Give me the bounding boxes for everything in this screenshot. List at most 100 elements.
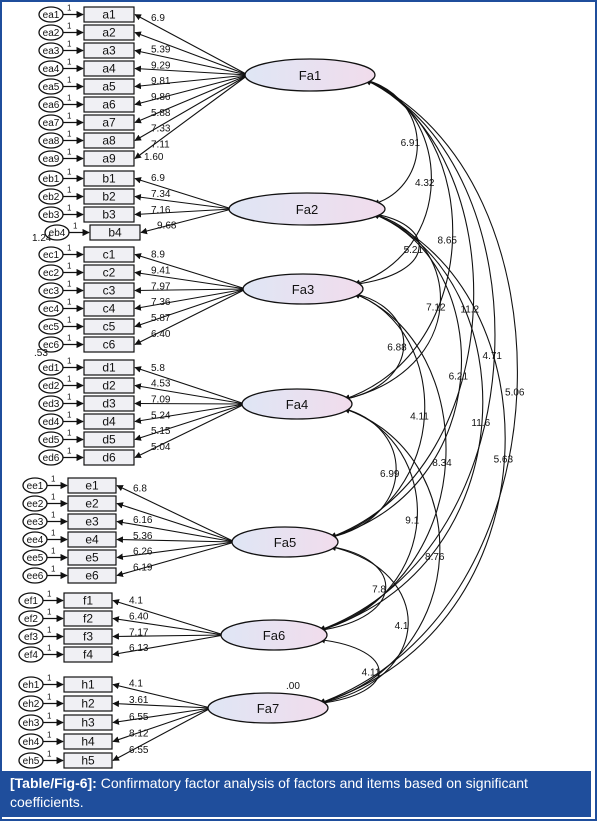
covariance-arc-Fa2-Fa5 [329, 212, 463, 540]
loading-arrow-a5 [134, 74, 249, 90]
loading-value-e1: 6.8 [133, 483, 147, 494]
loading-arrow-c1 [134, 253, 247, 290]
fixed-one-d5: 1 [67, 429, 72, 438]
item-label-f1: f1 [83, 594, 93, 608]
loading-arrow-d3 [134, 400, 246, 407]
fixed-one-h3: 1 [47, 712, 52, 721]
item-box-e3 [67, 513, 117, 530]
error-label-ee2: ee2 [27, 499, 44, 510]
error-label-ec6: ec6 [43, 340, 60, 351]
factor-ellipse-Fa7 [207, 692, 329, 724]
covariance-value-Fa1-Fa4: 8.65 [438, 236, 458, 247]
loading-value-d2: 4.53 [151, 379, 171, 390]
loading-arrow-a2 [134, 31, 249, 76]
error-label-ee5: ee5 [27, 553, 44, 564]
item-label-h4: h4 [81, 735, 95, 749]
loading-value-e4: 5.36 [133, 531, 153, 542]
loading-value-e3: 6.16 [133, 515, 153, 526]
item-label-d6: d6 [102, 451, 116, 465]
item-box-d5 [83, 431, 135, 448]
item-box-a4 [83, 60, 135, 77]
factor-label-Fa2: Fa2 [296, 202, 318, 217]
error-label-ea7: ea7 [43, 118, 60, 129]
loading-arrow-h2 [112, 700, 212, 709]
loading-arrow-a6 [134, 74, 249, 107]
fixed-one-h4: 1 [47, 731, 52, 740]
item-label-c2: c2 [103, 266, 116, 280]
item-box-c5 [83, 318, 135, 335]
item-label-a8: a8 [102, 134, 116, 148]
factor-label-Fa6: Fa6 [263, 628, 285, 643]
fixed-one-f3: 1 [47, 626, 52, 635]
item-label-f4: f4 [83, 648, 93, 662]
error-label-ed3: ed3 [43, 399, 60, 410]
error-label-ef2: ef2 [24, 614, 38, 625]
loading-arrow-f1 [112, 599, 225, 636]
item-box-c3 [83, 282, 135, 299]
item-box-b1 [83, 170, 135, 187]
loading-arrow-d6 [134, 403, 246, 458]
figure-caption: [Table/Fig-6]: Confirmatory factor analy… [2, 771, 591, 817]
item-box-a6 [83, 96, 135, 113]
fixed-one-h1: 1 [47, 674, 52, 683]
fixed-one-d6: 1 [67, 447, 72, 456]
fixed-one-f1: 1 [47, 590, 52, 599]
item-box-e5 [67, 549, 117, 566]
item-label-b4: b4 [108, 226, 122, 240]
factor-ellipse-Fa5 [231, 526, 339, 558]
error-label-ec2: ec2 [43, 268, 60, 279]
item-label-e1: e1 [85, 479, 99, 493]
error-label-ea1: ea1 [43, 10, 60, 21]
fixed-one-b2: 1 [67, 186, 72, 195]
loading-value-b1: 6.9 [151, 173, 165, 184]
loading-arrow-d4 [134, 403, 246, 424]
loading-value-a8: 7.33 [151, 124, 171, 135]
fixed-one-a3: 1 [67, 40, 72, 49]
loading-value-a7: 5.88 [151, 108, 171, 119]
loading-arrow-c3 [134, 287, 247, 294]
item-box-h1 [63, 676, 113, 693]
fixed-one-a1: 1 [67, 4, 72, 13]
error-label-eb1: eb1 [43, 174, 60, 185]
error-label-ea8: ea8 [43, 136, 60, 147]
item-box-d3 [83, 395, 135, 412]
loading-arrow-d1 [134, 366, 246, 405]
error-label-ea4: ea4 [43, 64, 60, 75]
item-label-h5: h5 [81, 754, 95, 768]
extra-label-1: 1.24 [32, 233, 52, 244]
loading-arrow-a9 [134, 74, 249, 159]
item-box-a9 [83, 150, 135, 167]
covariance-value-Fa5-Fa7: 4.1 [395, 621, 409, 632]
fixed-one-a9: 1 [67, 148, 72, 157]
error-label-ed2: ed2 [43, 381, 60, 392]
loading-value-b3: 7.16 [151, 205, 171, 216]
loading-arrow-e1 [116, 485, 236, 543]
covariance-arc-Fa2-Fa6 [318, 212, 484, 632]
error-label-eh1: eh1 [23, 680, 40, 691]
covariance-arc-Fa4-Fa6 [318, 407, 418, 633]
fixed-one-b4: 1 [73, 222, 78, 231]
loading-value-e6: 6.19 [133, 562, 153, 573]
covariance-arc-Fa3-Fa6 [318, 292, 447, 632]
covariance-arc-Fa5-Fa6 [318, 544, 387, 633]
loading-value-f2: 6.40 [129, 611, 149, 622]
loading-arrow-a7 [134, 74, 249, 124]
item-box-c4 [83, 300, 135, 317]
factor-label-Fa3: Fa3 [292, 282, 314, 297]
error-label-eh2: eh2 [23, 699, 40, 710]
loading-arrow-f4 [112, 634, 225, 657]
error-label-ef3: ef3 [24, 632, 38, 643]
loading-value-b2: 7.34 [151, 189, 171, 200]
covariance-arc-Fa5-Fa7 [318, 544, 409, 706]
extra-label-3: .00 [286, 681, 300, 692]
item-box-e1 [67, 477, 117, 494]
item-box-a3 [83, 42, 135, 59]
item-label-d4: d4 [102, 415, 116, 429]
covariance-value-Fa2-Fa6: 11.6 [471, 418, 490, 429]
fixed-one-e3: 1 [51, 511, 56, 520]
covariance-arc-Fa1-Fa6 [318, 79, 496, 632]
fixed-one-c1: 1 [67, 244, 72, 253]
covariance-value-Fa3-Fa6: 8.34 [432, 458, 452, 469]
loading-arrow-h3 [112, 707, 212, 725]
item-label-a9: a9 [102, 152, 116, 166]
